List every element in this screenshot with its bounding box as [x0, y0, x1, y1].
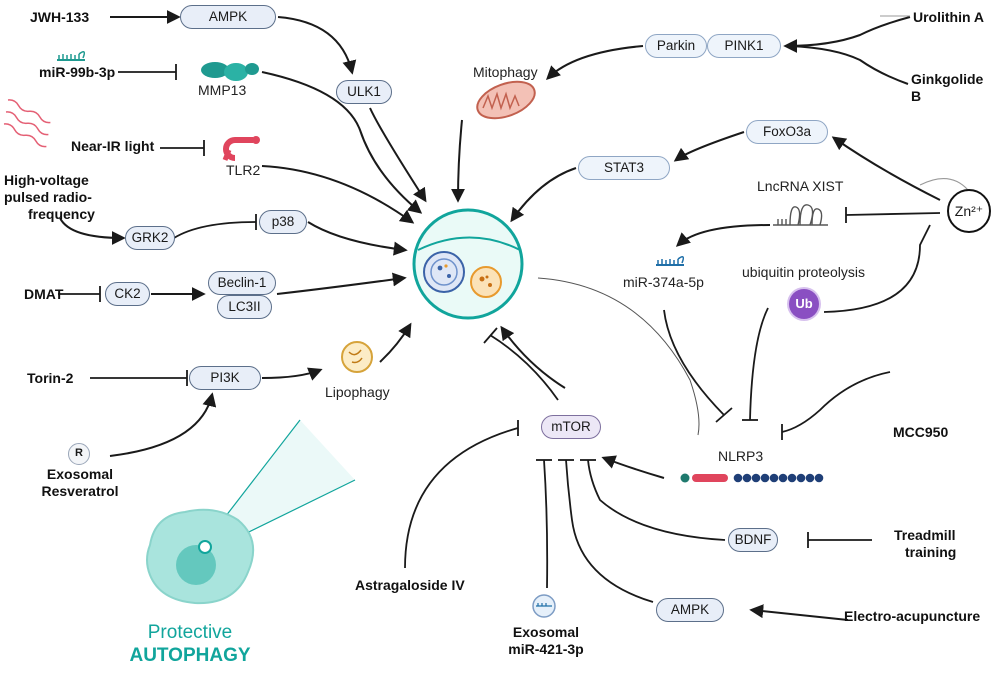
ginkgolide-line-1: Ginkgolide [911, 71, 984, 87]
p38-node[interactable]: p38 [259, 210, 307, 234]
arrow-stat3-cell [510, 167, 577, 223]
beclin1-node[interactable]: Beclin-1 [208, 271, 276, 295]
ampk-bottom-node[interactable]: AMPK [656, 598, 724, 622]
zinc-node[interactable]: Zn²⁺ [947, 189, 991, 233]
treadmill-line-1: Treadmill [894, 527, 956, 543]
wavy-light-icon [3, 99, 51, 148]
mtor-node[interactable]: mTOR [541, 415, 601, 439]
protective-label: Protective [147, 622, 233, 643]
arrow-beclin-cell [276, 272, 407, 295]
central-cell [412, 208, 524, 320]
vesicle-icon [532, 594, 556, 618]
rna-strand-icon [773, 204, 828, 226]
tlr2-label: TLR2 [226, 162, 261, 178]
ulk1-node[interactable]: ULK1 [336, 80, 392, 104]
mitophagy-label: Mitophagy [473, 64, 538, 80]
arrow-ginkgolide-pink1 [789, 45, 909, 85]
ubiquitin-proteolysis-label: ubiquitin proteolysis [742, 264, 865, 280]
ub-node[interactable]: Ub [789, 289, 819, 319]
hvprf-line-1: High-voltage [4, 172, 89, 188]
arrow-foxo3a-stat3 [673, 131, 745, 162]
near-ir-label: Near-IR light [71, 138, 155, 154]
lipid-droplet-icon [341, 341, 373, 373]
arrow-electro-ampk [749, 604, 849, 621]
rna-hairpin-icon [656, 256, 685, 266]
dmat-label: DMAT [24, 286, 64, 302]
lc3ii-node[interactable]: LC3II [217, 295, 272, 319]
mir374-label: miR-374a-5p [623, 274, 704, 290]
resveratrol-line-1: Exosomal [46, 466, 114, 482]
hvprf-line-3: frequency [28, 206, 95, 222]
arrow-parkin-mitophagy [545, 45, 644, 80]
rna-hairpin-icon [57, 51, 86, 61]
arrow-lncrna-mir374 [675, 224, 771, 247]
activation-arrows [59, 10, 941, 621]
astragaloside-label: Astragaloside IV [355, 577, 465, 593]
torin2-label: Torin-2 [27, 370, 74, 386]
nlrp3-label: NLRP3 [718, 448, 764, 464]
lipophagy-label: Lipophagy [325, 384, 390, 400]
autophagy-label: AUTOPHAGY [129, 645, 251, 666]
ginkgolide-line-2: B [911, 88, 922, 104]
arrow-p38-cell [307, 221, 408, 256]
lysosome-icon [470, 266, 502, 298]
stat3-node[interactable]: STAT3 [578, 156, 670, 180]
arrow-lipophagy-cell [379, 322, 412, 363]
arrow-pi3k-lipophagy [261, 367, 323, 381]
arrow-tlr2-cell [261, 165, 415, 224]
lncrna-xist-label: LncRNA XIST [757, 178, 844, 194]
zinc-fade-line [919, 178, 969, 191]
arrow-ampk-ulk1 [277, 16, 357, 75]
receptor-icon [222, 136, 260, 161]
arrow-mmp13-cell [261, 71, 423, 214]
arrow-mtor-cell [500, 325, 566, 389]
resveratrol-line-2: Resveratrol [41, 483, 119, 499]
autophagosome-icon [423, 251, 465, 293]
grk2-node[interactable]: GRK2 [125, 226, 175, 250]
urolithin-label: Urolithin A [913, 9, 985, 25]
inhibition-lines [58, 64, 941, 603]
mmp13-label: MMP13 [198, 82, 247, 98]
ampk-top-node[interactable]: AMPK [180, 5, 276, 29]
inflammasome-chain-icon [680, 473, 824, 483]
pi3k-node[interactable]: PI3K [189, 366, 261, 390]
connector-cell-nlrp3 [537, 277, 700, 436]
arrow-mitophagy-cell [451, 119, 466, 203]
protein-blob-icon [201, 62, 259, 81]
resveratrol-badge: R [68, 443, 90, 465]
exo421-line-2: miR-421-3p [508, 641, 584, 657]
mitochondrion-icon [476, 80, 536, 120]
exo421-line-1: Exosomal [512, 624, 580, 640]
parkin-node[interactable]: Parkin [645, 34, 707, 58]
arrow-resveratrol-pi3k [109, 392, 217, 457]
treadmill-line-2: training [905, 544, 957, 560]
pink1-node[interactable]: PINK1 [707, 34, 781, 58]
arrow-hvprf-grk2 [59, 217, 126, 245]
electro-acupuncture-label: Electro-acupuncture [844, 608, 981, 624]
bdnf-node[interactable]: BDNF [728, 528, 778, 552]
cell-icon [146, 419, 356, 605]
mcc950-label: MCC950 [893, 424, 949, 440]
arrow-zinc-foxo3a [831, 136, 941, 201]
mir99b-label: miR-99b-3p [39, 64, 116, 80]
foxo3a-node[interactable]: FoxO3a [746, 120, 828, 144]
arrow-urolithin-pink1 [783, 16, 911, 53]
arrow-nlrp3-mtor [601, 455, 665, 479]
ck2-node[interactable]: CK2 [105, 282, 150, 306]
jwh133-label: JWH-133 [30, 9, 90, 25]
arrow-ulk1-cell [369, 107, 427, 203]
hvprf-line-2: pulsed radio- [4, 189, 92, 205]
